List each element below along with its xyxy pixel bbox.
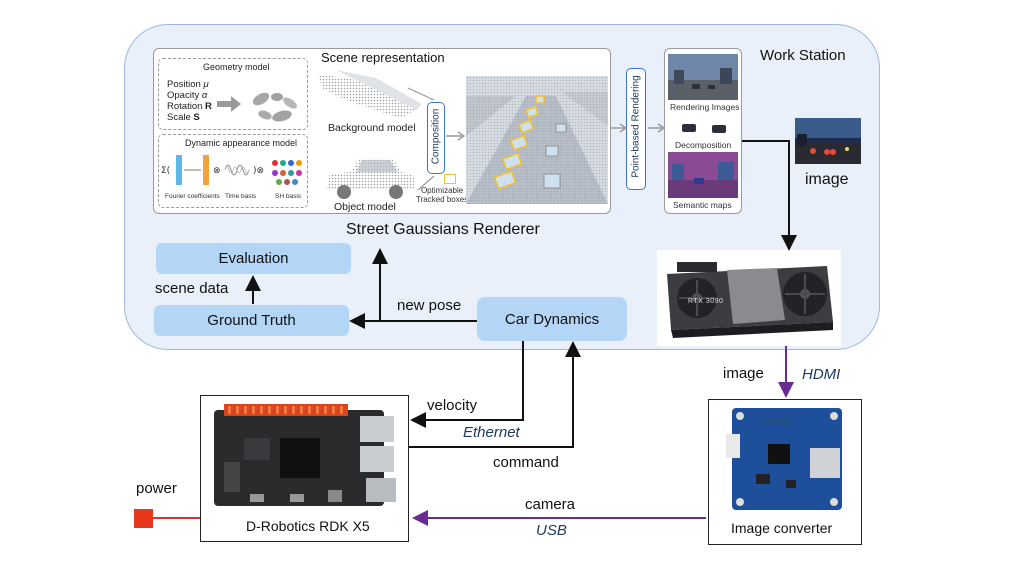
optimizable-tracked-label: Optimizable Tracked boxes: [416, 186, 469, 204]
time-basis-label: Time basis: [225, 193, 257, 200]
background-model-label: Background model: [328, 122, 416, 134]
composed-scene-render: [466, 76, 608, 204]
hdmi-label: HDMI: [802, 366, 841, 383]
object-model-label: Object model: [334, 201, 396, 213]
evaluation-node: Evaluation: [156, 243, 351, 274]
renderer-caption: Street Gaussians Renderer: [346, 221, 540, 238]
rdk-x5-label: D-Robotics RDK X5: [246, 518, 370, 534]
gaussian-ellipses-graphic: [217, 92, 297, 122]
geometry-model-box: Geometry model Position μ Opacity α Rota…: [158, 58, 308, 130]
output-rendering-images: Rendering Images: [670, 102, 740, 112]
decomposition-thumb: [668, 116, 738, 138]
appearance-model-graphic: Σ( ⊗ )⊗: [161, 155, 302, 185]
output-decomposition: Decomposition: [675, 140, 732, 150]
background-point-cloud: [318, 70, 422, 118]
fourier-label: Fourier coefficients: [165, 193, 220, 200]
rdk-x5-board-graphic: [214, 404, 396, 506]
svg-text:Σ(: Σ(: [161, 166, 170, 176]
rendering-images-thumb: [668, 54, 738, 100]
gpu-rtx3090-graphic: [657, 250, 841, 346]
gpu-model-label: RTX 3090: [688, 298, 724, 305]
new-pose-label: new pose: [397, 297, 462, 314]
geometry-model-title: Geometry model: [203, 62, 270, 72]
rendered-image-thumb: [795, 118, 861, 164]
dynamic-appearance-title: Dynamic appearance model: [185, 138, 298, 148]
command-label: command: [493, 454, 559, 471]
point-based-rendering-block: [626, 68, 646, 190]
sh-basis-label: SH basis: [275, 193, 302, 200]
tracked-box-icon: [444, 174, 456, 184]
object-point-cloud: [326, 158, 414, 199]
param-position: Position μ: [167, 79, 209, 90]
work-station-label: Work Station: [760, 47, 846, 64]
output-semantic-maps: Semantic maps: [673, 200, 732, 210]
image-hdmi-label: image: [723, 365, 764, 382]
param-scale: Scale S: [167, 112, 200, 123]
velocity-label: velocity: [427, 397, 478, 414]
render-arrows: [610, 123, 666, 133]
composition-block: [427, 102, 445, 174]
param-rotation: Rotation R: [167, 101, 212, 112]
svg-text:)⊗: )⊗: [253, 166, 264, 176]
image-label-top: image: [805, 171, 849, 188]
camera-label: camera: [525, 496, 576, 513]
composition-arrows: [407, 87, 466, 191]
power-label: power: [136, 480, 177, 497]
usb-label: USB: [536, 522, 567, 539]
ground-truth-node: Ground Truth: [154, 305, 349, 336]
scene-representation-title: Scene representation: [321, 50, 445, 65]
semantic-maps-thumb: [668, 152, 738, 198]
ethernet-label: Ethernet: [463, 424, 520, 441]
scene-data-label: scene data: [155, 280, 229, 297]
param-opacity: Opacity α: [167, 90, 208, 101]
image-converter-label: Image converter: [731, 520, 833, 536]
car-dynamics-node: Car Dynamics: [477, 297, 627, 341]
dynamic-appearance-model-box: Dynamic appearance model Σ( ⊗ )⊗ Fourier…: [158, 134, 308, 208]
image-converter-board-graphic: [726, 408, 842, 510]
svg-text:⊗: ⊗: [213, 166, 221, 176]
power-source-square: [134, 509, 153, 528]
